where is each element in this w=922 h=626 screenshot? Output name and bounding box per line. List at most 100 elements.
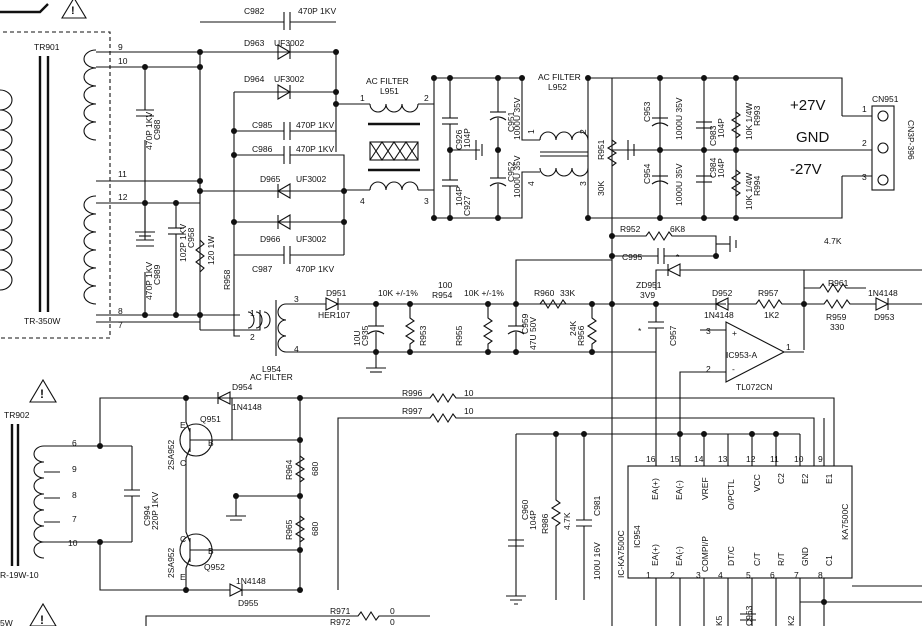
svg-text:R959: R959	[826, 312, 847, 322]
svg-text:4: 4	[294, 344, 299, 354]
svg-text:CN951: CN951	[872, 94, 899, 104]
svg-text:1000U 35V: 1000U 35V	[512, 155, 522, 198]
svg-text:L954: L954	[262, 364, 281, 374]
svg-text:!: !	[40, 613, 44, 626]
svg-text:R965: R965	[284, 519, 294, 540]
svg-text:C984: C984	[708, 157, 718, 178]
svg-text:D966: D966	[260, 234, 281, 244]
svg-text:104P: 104P	[716, 118, 726, 138]
svg-text:UF3002: UF3002	[274, 74, 305, 84]
svg-text:VREF: VREF	[700, 477, 710, 500]
svg-text:680: 680	[310, 462, 320, 476]
svg-text:R951: R951	[596, 139, 606, 160]
svg-text:330: 330	[830, 322, 844, 332]
svg-text:0: 0	[390, 606, 395, 616]
svg-text:D951: D951	[326, 288, 347, 298]
svg-text:104P: 104P	[454, 186, 464, 206]
svg-text:C994: C994	[142, 505, 152, 526]
ac-filter-l954: L954 AC FILTER 1 2 3 4	[247, 294, 299, 382]
svg-text:R/T: R/T	[776, 552, 786, 566]
svg-text:470P 1KV: 470P 1KV	[296, 264, 334, 274]
svg-text:3: 3	[706, 326, 711, 336]
svg-text:!: !	[40, 387, 44, 401]
svg-text:C: C	[180, 458, 186, 468]
capacitor-c989: 470P 1KV C989	[136, 239, 162, 300]
svg-text:120 1W: 120 1W	[206, 236, 216, 265]
svg-text:2: 2	[706, 364, 711, 374]
svg-text:30K: 30K	[596, 181, 606, 196]
svg-text:C986: C986	[252, 144, 273, 154]
svg-text:4: 4	[360, 196, 365, 206]
resistor-r954: 100 R954	[432, 280, 453, 300]
svg-text:R997: R997	[402, 406, 423, 416]
svg-text:100: 100	[438, 280, 452, 290]
resistor-r986: R986 4.7K	[540, 434, 572, 600]
svg-text:L951: L951	[380, 86, 399, 96]
svg-text:5W: 5W	[0, 618, 13, 626]
resistor-r959: R959 330	[804, 298, 870, 332]
warning-triangle-icon: !	[61, 0, 87, 19]
svg-text:10: 10	[68, 538, 78, 548]
svg-text:6K8: 6K8	[670, 224, 685, 234]
capacitor-c960: C960 104P	[508, 499, 538, 547]
ic-ic954: IC-KA7500C IC954 KA7500C 16 15 14 13 12 …	[616, 418, 853, 626]
svg-text:C952: C952	[506, 161, 516, 182]
svg-text:3V9: 3V9	[640, 290, 655, 300]
diode-d954: D954 1N4148	[216, 382, 300, 412]
capacitor-c994: C994 220P 1KV	[100, 445, 160, 543]
svg-text:9: 9	[72, 464, 77, 474]
svg-text:C988: C988	[152, 119, 162, 140]
svg-text:D954: D954	[232, 382, 253, 392]
resistor-r972: R972 0	[330, 617, 395, 626]
svg-text:4.7K: 4.7K	[824, 236, 842, 246]
connector-cn951: +27V GND -27V 1 2 3 CN951 CN3P-396	[736, 94, 916, 191]
svg-text:GND: GND	[800, 547, 810, 566]
capacitor-c951: C951 1000U 35V	[489, 78, 522, 150]
svg-text:E: E	[180, 572, 186, 582]
svg-text:C: C	[180, 534, 186, 544]
svg-text:IC953-A: IC953-A	[726, 350, 758, 360]
svg-text:Q951: Q951	[200, 414, 221, 424]
svg-text:C1: C1	[824, 555, 834, 566]
svg-text:10U: 10U	[352, 330, 362, 346]
svg-text:R955: R955	[454, 325, 464, 346]
warning-triangle-icon: !	[29, 378, 57, 403]
resistor-r953: R953	[404, 304, 428, 352]
svg-text:12: 12	[746, 454, 756, 464]
svg-text:1N4148: 1N4148	[236, 576, 266, 586]
diode-d963: D963 UF3002	[244, 38, 305, 60]
pin-label: 10	[118, 56, 128, 66]
svg-text:O/PCTL: O/PCTL	[726, 479, 736, 510]
capacitor-c926: C926 104P	[442, 78, 472, 150]
svg-text:470P 1KV: 470P 1KV	[298, 6, 336, 16]
capacitor-c963: C963	[740, 605, 756, 626]
svg-text:6: 6	[72, 438, 77, 448]
svg-text:2: 2	[250, 332, 255, 342]
svg-text:C957: C957	[668, 325, 678, 346]
capacitor-c935: 10U C935	[352, 304, 385, 368]
svg-text:R986: R986	[540, 513, 550, 534]
svg-text:EA(-): EA(-)	[674, 480, 684, 500]
svg-text:R956: R956	[576, 325, 586, 346]
svg-text:UF3002: UF3002	[274, 38, 305, 48]
svg-text:IC954: IC954	[632, 525, 642, 548]
svg-text:D952: D952	[712, 288, 733, 298]
resistor-r955: R955	[454, 304, 494, 352]
svg-text:*: *	[638, 326, 642, 336]
svg-text:C989: C989	[152, 264, 162, 285]
capacitor-c986: C986 470P 1KV	[234, 144, 345, 191]
svg-text:R971: R971	[330, 606, 351, 616]
tr901-label: TR901	[34, 42, 60, 52]
svg-text:COMPI/P: COMPI/P	[700, 536, 710, 572]
svg-text:13: 13	[718, 454, 728, 464]
svg-text:1N4148: 1N4148	[704, 310, 734, 320]
svg-text:EA(+): EA(+)	[650, 478, 660, 500]
svg-text:2SA952: 2SA952	[166, 547, 176, 578]
resistor-r965: R965 680	[284, 515, 320, 543]
svg-text:R958: R958	[222, 269, 232, 290]
svg-text:1: 1	[646, 570, 651, 580]
svg-text:102P 1KV: 102P 1KV	[178, 224, 188, 262]
svg-text:6: 6	[770, 570, 775, 580]
svg-text:R993: R993	[752, 105, 762, 126]
svg-text:EA(-): EA(-)	[674, 546, 684, 566]
